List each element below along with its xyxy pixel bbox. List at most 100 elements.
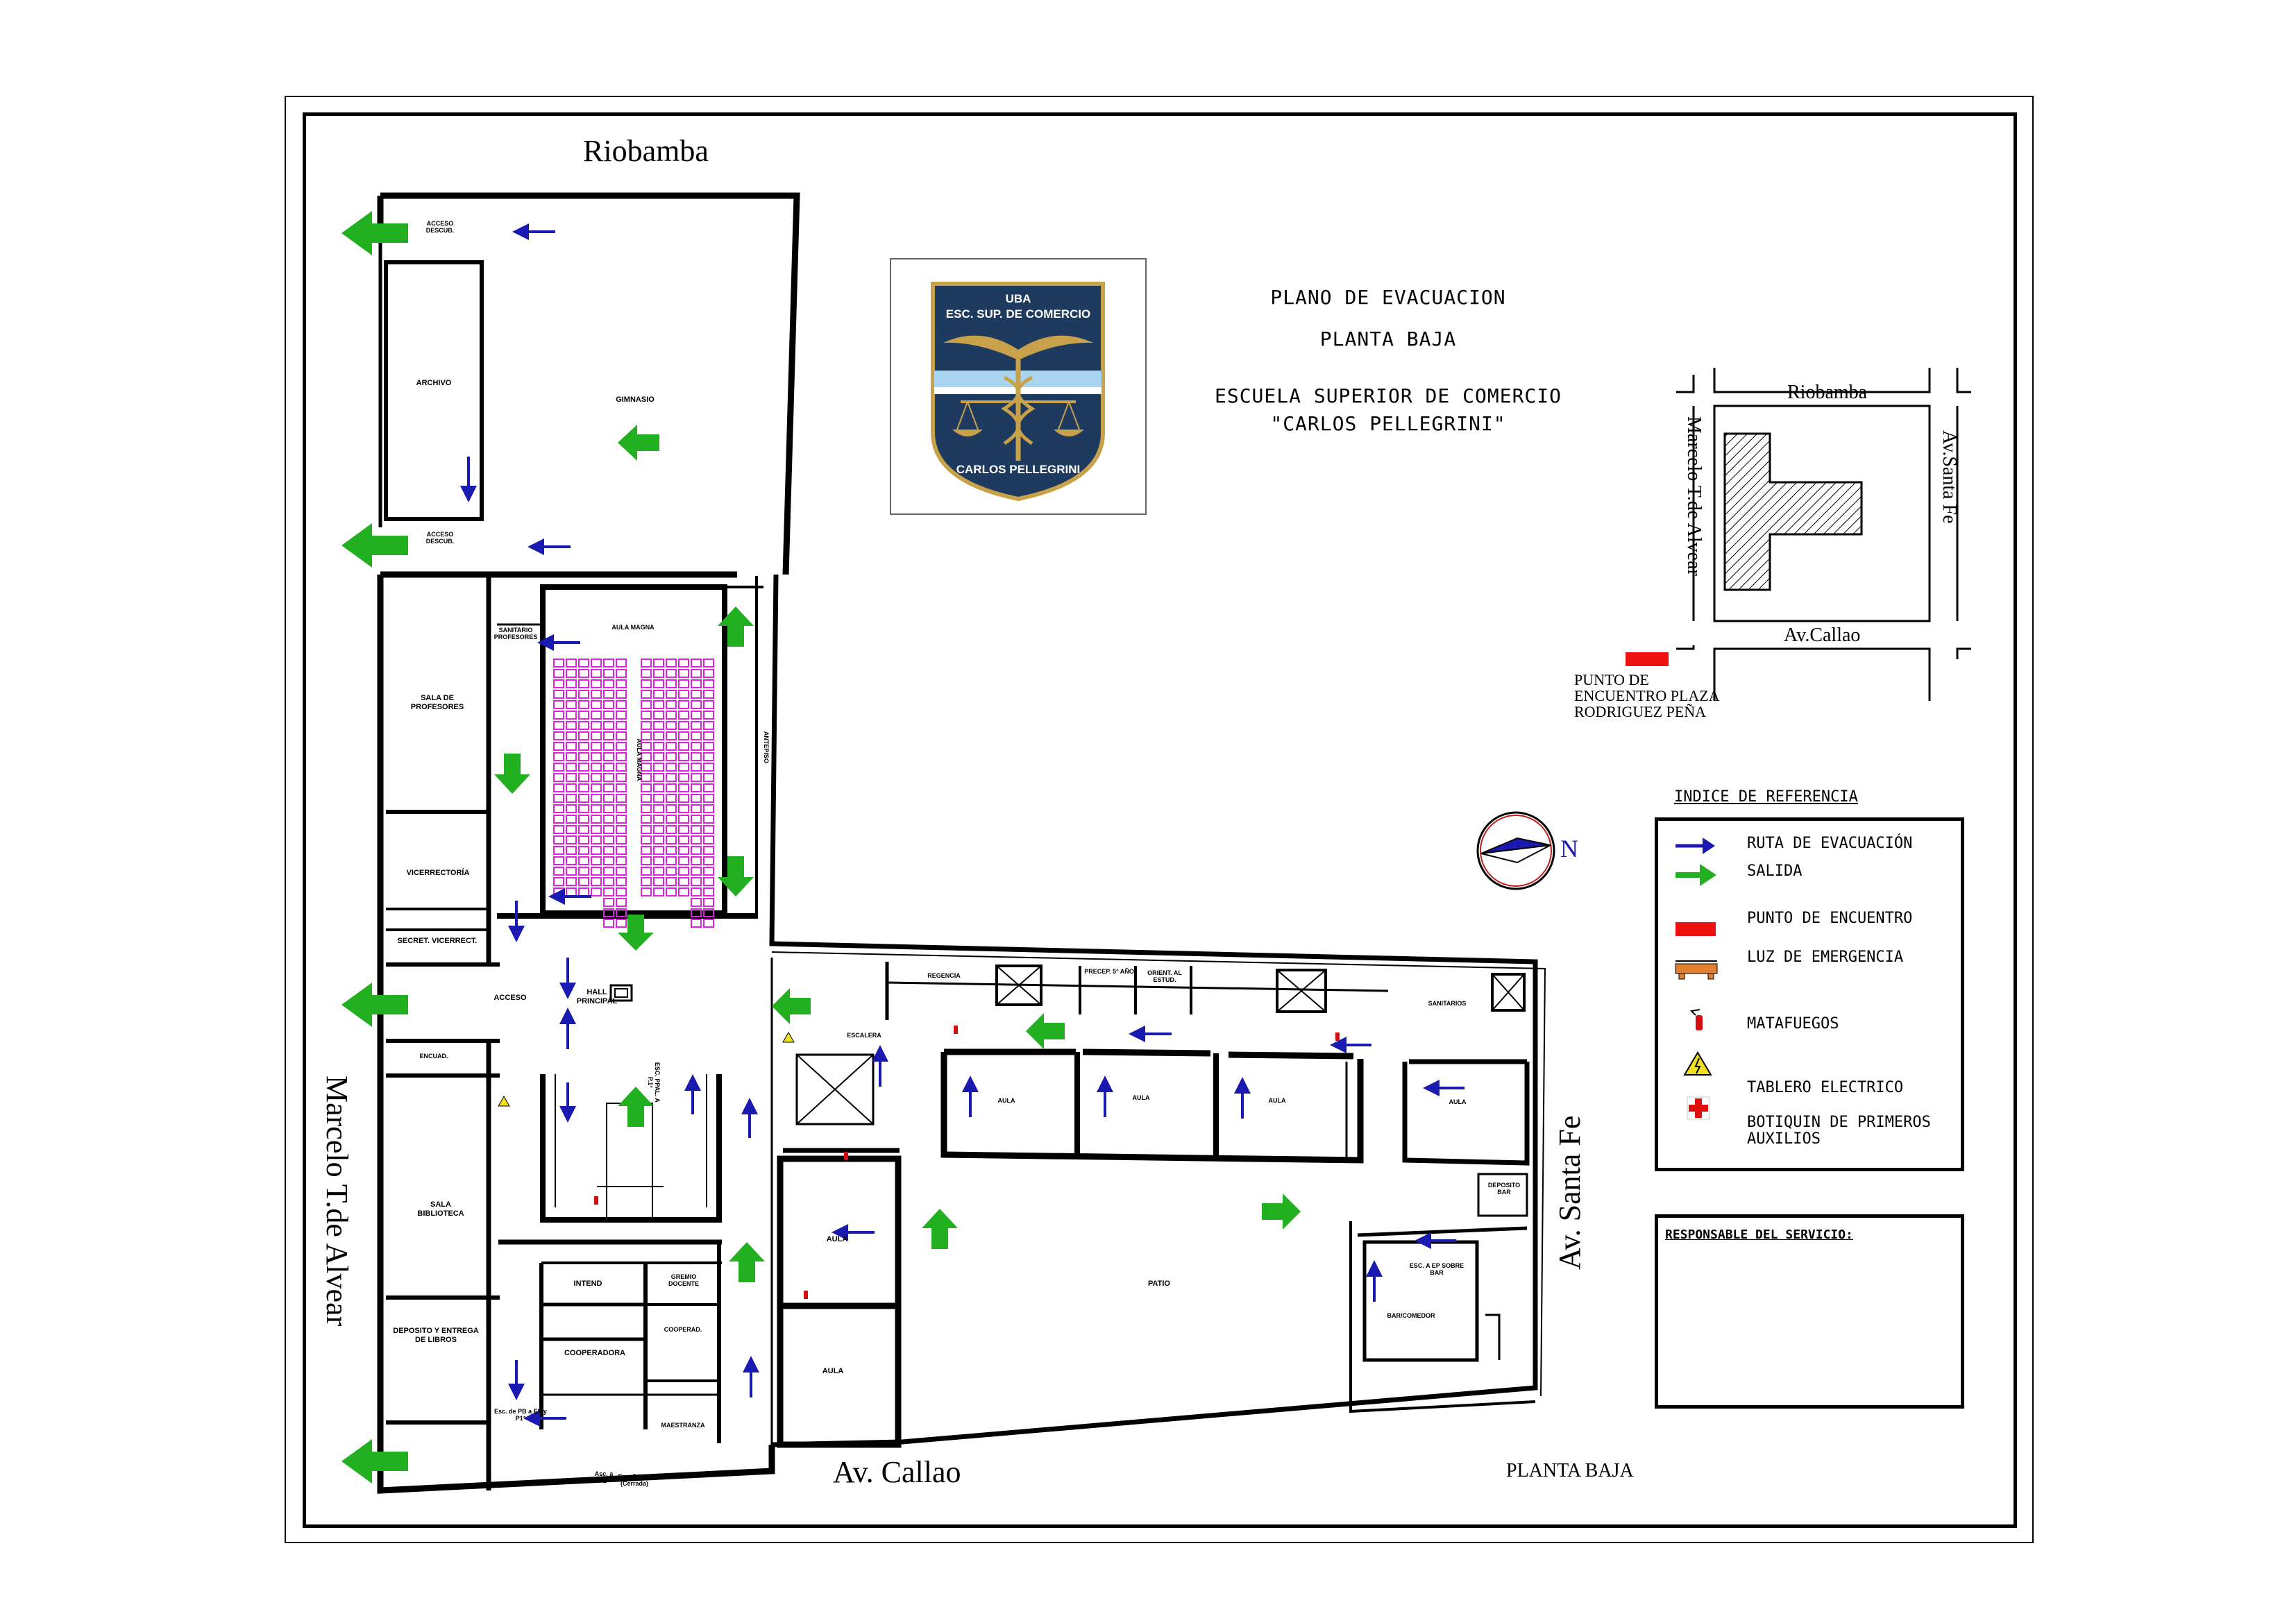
room-aula-1: AULA — [997, 1097, 1015, 1104]
seat — [703, 669, 714, 678]
electric-panels — [498, 1031, 795, 1107]
seat — [653, 825, 664, 834]
seat — [566, 794, 577, 803]
seat — [616, 700, 627, 709]
seat — [553, 731, 564, 740]
seat — [616, 877, 627, 886]
seat — [703, 752, 714, 761]
seat — [578, 690, 589, 699]
seat — [678, 700, 689, 709]
seat — [666, 867, 677, 876]
room-esc-sobre-bar: ESC. A EP SOBRE BAR — [1409, 1262, 1464, 1276]
seat — [578, 887, 589, 897]
seat — [566, 763, 577, 772]
seat — [591, 658, 602, 668]
street-west-label: Marcelo T.de Alvear — [320, 1076, 354, 1327]
seat — [653, 690, 664, 699]
seat — [703, 731, 714, 740]
room-acceso-descub-2: ACCESO DESCUB. — [425, 531, 455, 545]
seat — [666, 700, 677, 709]
seat — [666, 711, 677, 720]
seat — [641, 763, 652, 772]
seat — [566, 877, 577, 886]
seat — [641, 731, 652, 740]
seat — [553, 815, 564, 824]
seat — [691, 752, 702, 761]
seat — [653, 669, 664, 678]
plan-title-line4: "CARLOS PELLEGRINI" — [1270, 412, 1506, 435]
seat — [703, 825, 714, 834]
seat — [666, 773, 677, 782]
exit-arrow-icon — [341, 523, 408, 568]
seat — [616, 742, 627, 751]
evacuation-routes — [460, 223, 1464, 1427]
seat — [653, 700, 664, 709]
seat — [553, 669, 564, 678]
seat — [603, 856, 614, 865]
seat — [578, 794, 589, 803]
seat — [603, 783, 614, 792]
inner-frame — [303, 112, 2017, 1528]
exit-arrows — [341, 211, 1301, 1484]
seat — [641, 690, 652, 699]
room-gremio-docente: GREMIO DOCENTE — [668, 1273, 699, 1287]
seat — [566, 700, 577, 709]
room-esc-ppal: ESC. PPAL. A P.1° — [647, 1062, 661, 1103]
plan-title-line3: ESCUELA SUPERIOR DE COMERCIO — [1214, 384, 1562, 407]
seat — [666, 731, 677, 740]
seat — [578, 742, 589, 751]
seat — [678, 867, 689, 876]
room-bar-comedor: BAR/COMEDOR — [1387, 1312, 1435, 1319]
seat — [603, 711, 614, 720]
room-orient: ORIENT. AL ESTUD. — [1147, 969, 1182, 983]
legend-item-extinguisher: MATAFUEGOS — [1747, 1015, 1839, 1033]
seat — [641, 711, 652, 720]
seat — [553, 721, 564, 730]
seat — [691, 658, 702, 668]
seat — [553, 679, 564, 688]
seat — [616, 908, 627, 917]
seat — [578, 773, 589, 782]
seat — [603, 804, 614, 813]
seat — [691, 835, 702, 844]
seat — [603, 898, 614, 907]
seat — [591, 804, 602, 813]
seat — [678, 711, 689, 720]
seat — [641, 773, 652, 782]
responsable-heading: RESPONSABLE DEL SERVICIO: — [1665, 1227, 1853, 1242]
seat — [691, 846, 702, 855]
seat — [703, 658, 714, 668]
locator-south: Av.Callao — [1784, 624, 1861, 646]
plan-title-line2: PLANTA BAJA — [1319, 328, 1457, 350]
seat — [653, 877, 664, 886]
seat — [678, 752, 689, 761]
fire-extinguishers — [594, 1026, 1340, 1299]
seat — [678, 690, 689, 699]
seat — [666, 856, 677, 865]
blue-arrow-icon — [1675, 838, 1715, 854]
legend-item-first-aid-line2: AUXILIOS — [1747, 1130, 1821, 1148]
room-escalera: ESCALERA — [847, 1032, 881, 1039]
seat — [641, 794, 652, 803]
seat — [603, 835, 614, 844]
seat — [691, 815, 702, 824]
electric-panel-icon — [782, 1031, 795, 1043]
seat — [678, 856, 689, 865]
exit-arrow-icon — [718, 856, 754, 897]
seat — [678, 742, 689, 751]
plan-title-line1: PLANO DE EVACUACION — [1270, 286, 1506, 309]
seat — [703, 690, 714, 699]
exit-arrow-icon — [922, 1209, 958, 1249]
seat — [591, 846, 602, 855]
seat — [578, 815, 589, 824]
seat — [666, 835, 677, 844]
room-aula-magna-top: AULA MAGNA — [611, 624, 655, 631]
seat — [703, 835, 714, 844]
seat — [591, 721, 602, 730]
room-intend: INTEND — [573, 1280, 602, 1288]
room-vicerrectoria: VICERRECTORÍA — [406, 869, 470, 877]
seat — [678, 731, 689, 740]
seat — [566, 669, 577, 678]
seat — [578, 711, 589, 720]
seat — [603, 658, 614, 668]
